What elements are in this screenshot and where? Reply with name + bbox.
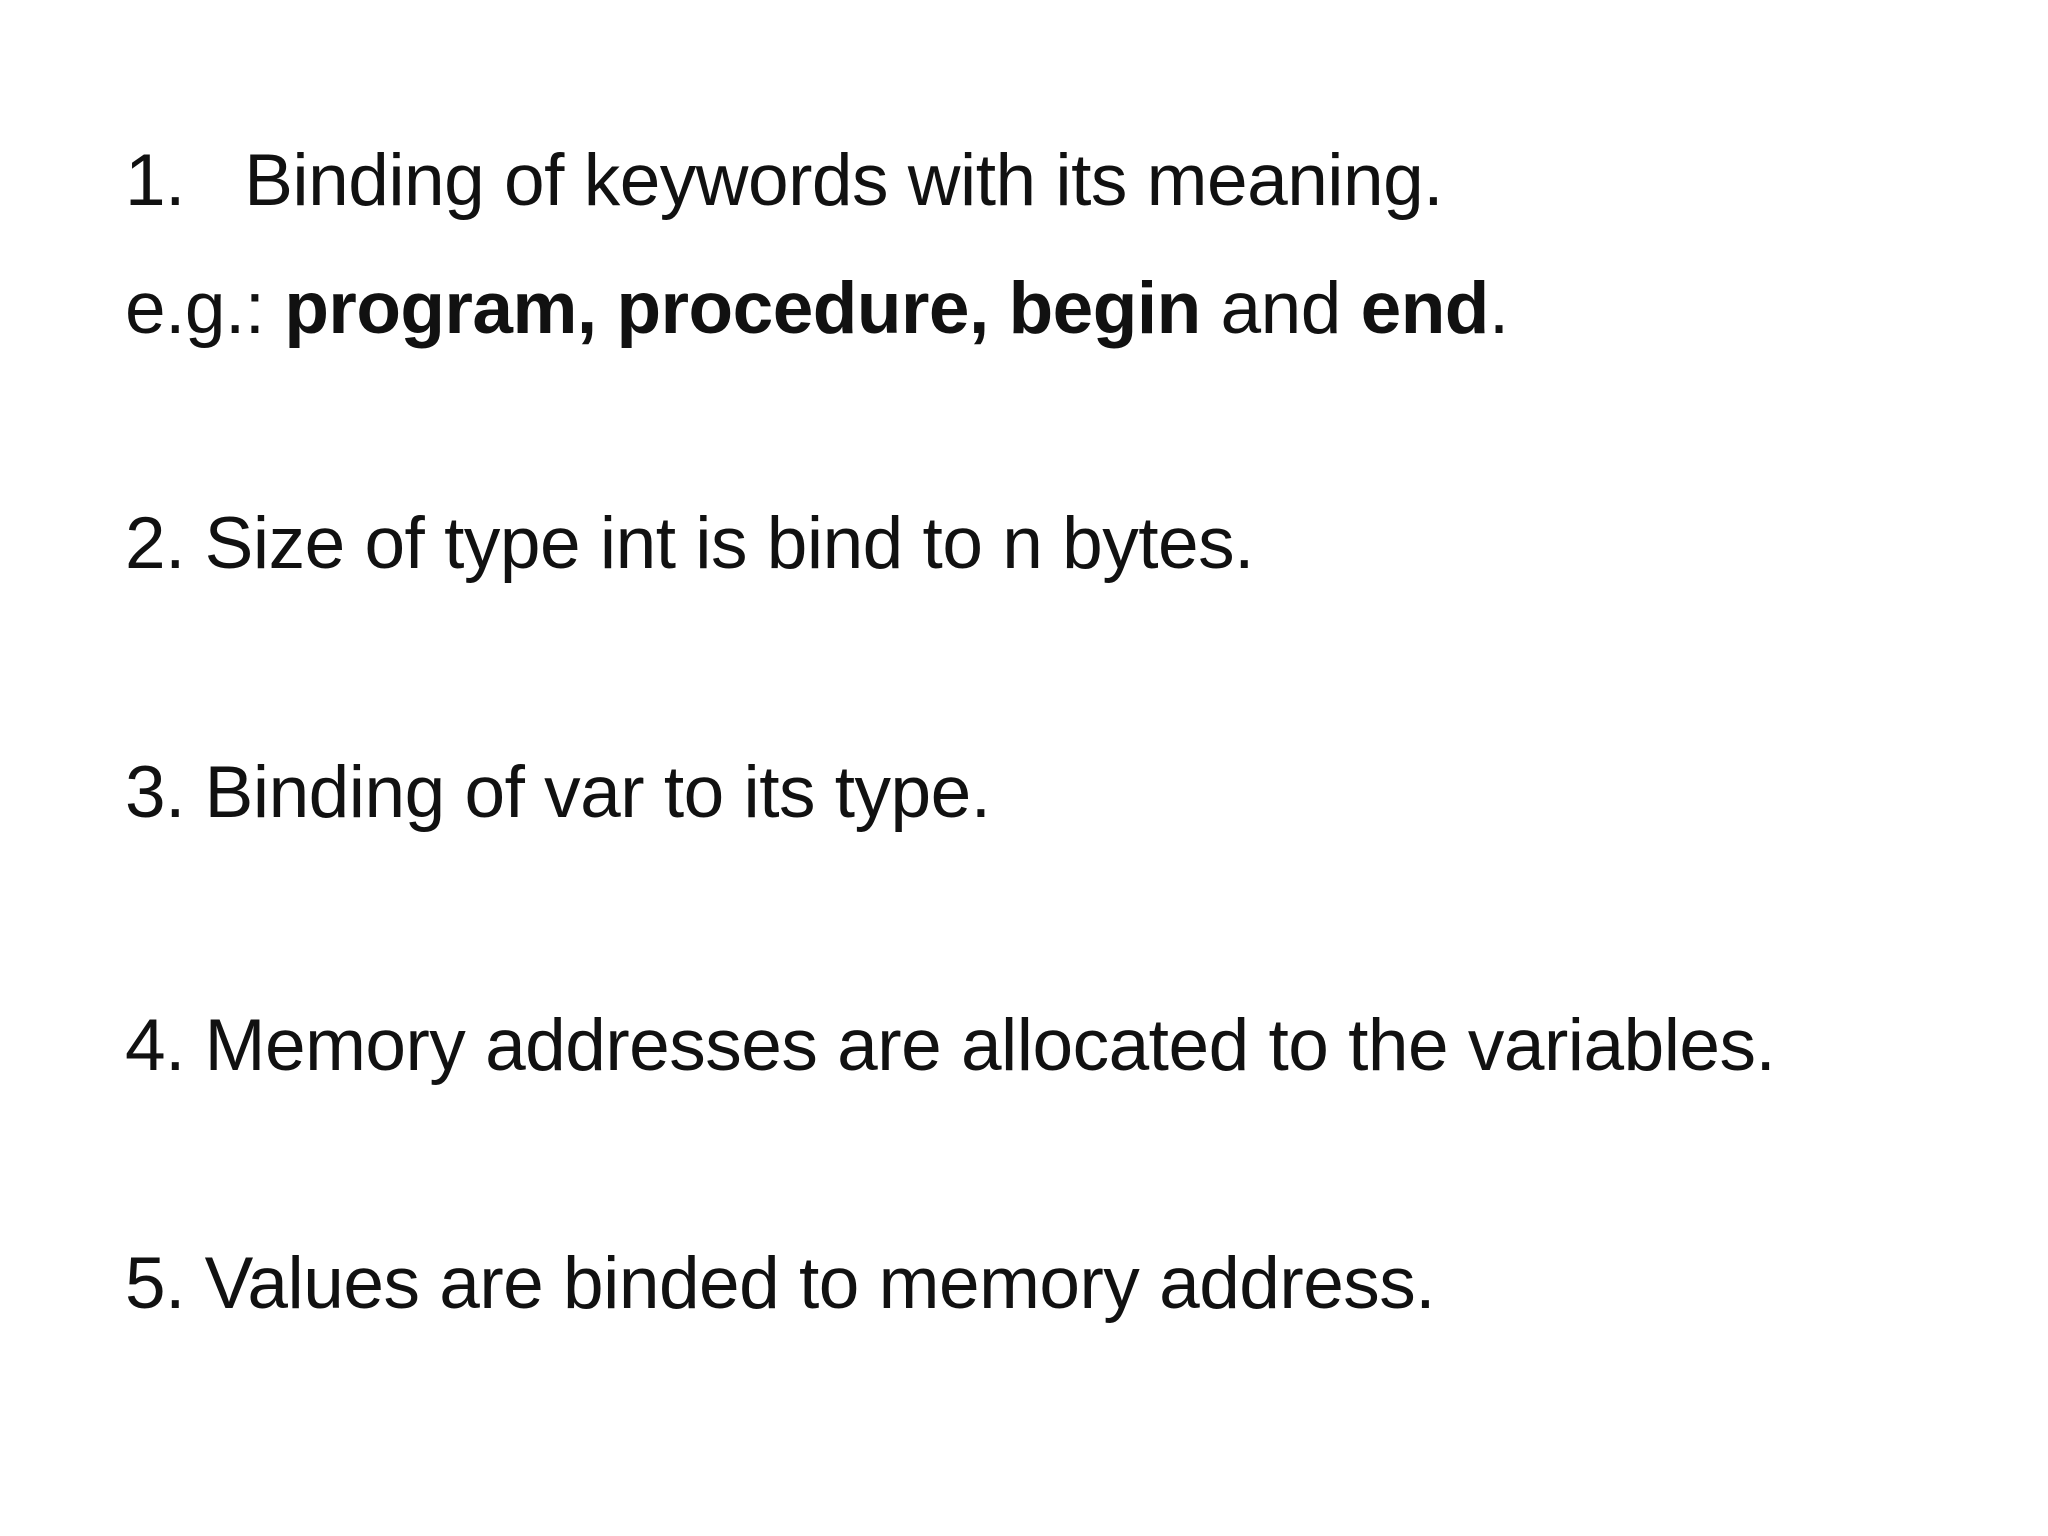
regular-text: . bbox=[1488, 268, 1509, 349]
list-item-1-example-keywords: e.g.: program, procedure, begin and end. bbox=[125, 272, 1509, 345]
regular-text bbox=[989, 268, 1009, 349]
list-item-2-size-of-int: 2. Size of type int is bind to n bytes. bbox=[125, 503, 1254, 584]
bold-keyword: begin bbox=[1008, 268, 1202, 349]
regular-text bbox=[597, 268, 617, 349]
bold-keyword: procedure, bbox=[616, 268, 990, 349]
regular-text: and bbox=[1200, 268, 1361, 349]
regular-text: e.g.: bbox=[125, 268, 285, 349]
list-item-4-memory-addresses: 4. Memory addresses are allocated to the… bbox=[125, 1005, 1776, 1086]
list-item-3-binding-var-type: 3. Binding of var to its type. bbox=[125, 752, 991, 833]
bold-keyword: program, bbox=[284, 268, 597, 349]
list-item-5-values-binded: 5. Values are binded to memory address. bbox=[125, 1243, 1436, 1324]
list-item-1-binding-keywords: 1. Binding of keywords with its meaning. bbox=[125, 140, 1444, 221]
bold-keyword: end bbox=[1360, 268, 1490, 349]
